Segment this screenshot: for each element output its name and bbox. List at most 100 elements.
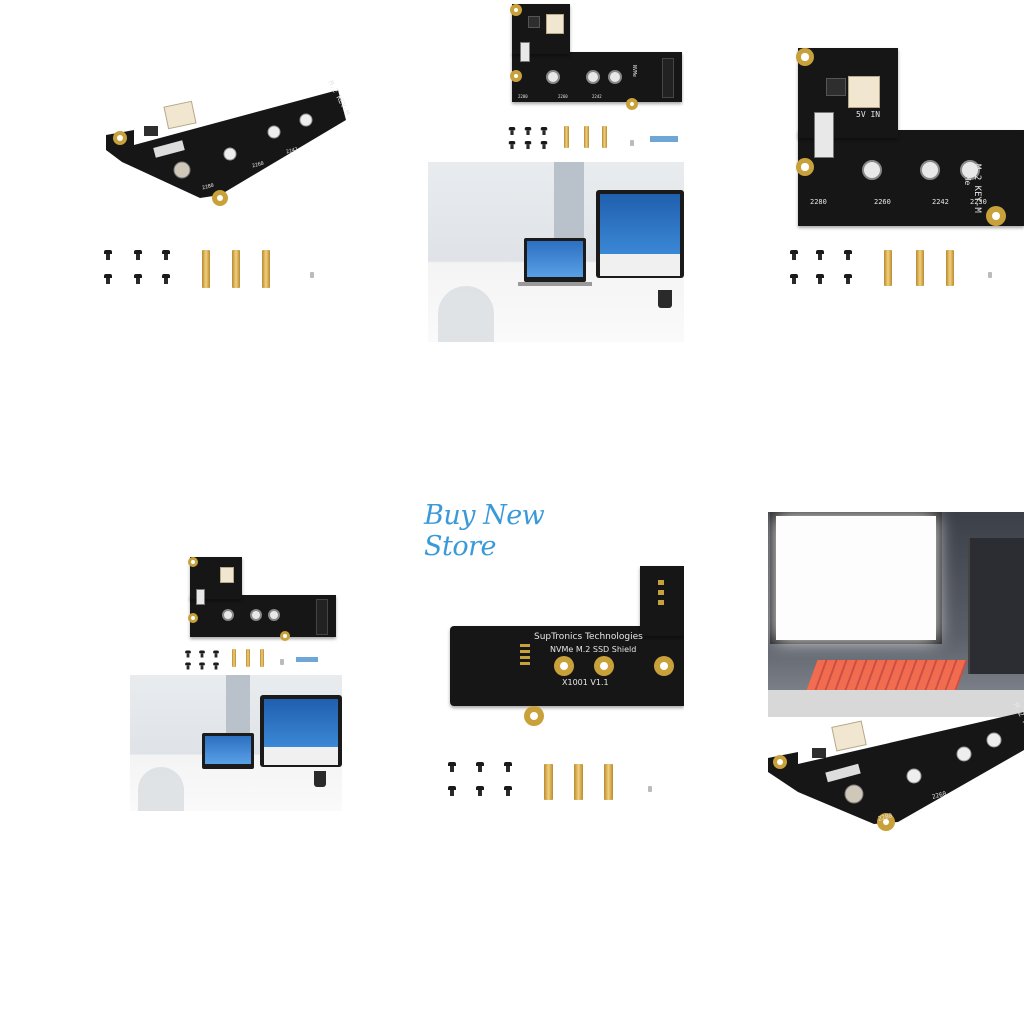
back-brand-text: SupTronics Technologies	[534, 632, 643, 642]
screw-icon	[162, 274, 170, 284]
fpc-connector	[814, 112, 834, 158]
chair	[138, 767, 184, 811]
screw-icon	[504, 786, 512, 796]
screw-icon	[790, 274, 798, 284]
screw-icon	[213, 662, 219, 670]
pc-case	[968, 538, 1024, 674]
m2-screw-icon	[310, 272, 314, 278]
screw-icon	[185, 662, 191, 670]
gold-pads	[658, 580, 664, 608]
m2-mount-pad	[654, 656, 674, 676]
m2-screw-icon	[280, 659, 284, 665]
pcb-board-top	[798, 130, 1024, 226]
m2-standoff-pad	[586, 70, 600, 84]
board-protocol-label: NVMe	[963, 166, 972, 186]
mount-hole	[796, 158, 814, 176]
store-banner: Buy New Store	[424, 500, 545, 562]
gaming-desk-photo	[768, 512, 1024, 717]
m2-screw-icon	[630, 140, 634, 146]
m2-standoff-pad	[222, 609, 234, 621]
screw-icon	[213, 650, 219, 658]
screw-icon	[504, 762, 512, 772]
mount-hole	[524, 706, 544, 726]
size-label: 2280	[518, 94, 528, 99]
brass-standoff	[602, 126, 607, 148]
m2-standoff-pad	[268, 609, 280, 621]
screw-icon	[816, 274, 824, 284]
brass-standoff	[202, 250, 210, 288]
fpc-connector	[196, 589, 205, 605]
m2-screw-icon	[648, 786, 652, 792]
m2-screw-icon	[988, 272, 992, 278]
laptop	[202, 733, 254, 769]
screw-icon	[199, 662, 205, 670]
laptop-base	[518, 282, 592, 286]
brass-standoff	[564, 126, 569, 148]
screw-icon	[790, 250, 798, 260]
desk-surface	[768, 690, 1024, 717]
m2-standoff-pad	[546, 70, 560, 84]
laptop-screen	[527, 241, 583, 277]
monitor-screen	[264, 699, 338, 747]
monitor	[770, 512, 942, 644]
screw-icon	[134, 250, 142, 260]
screw-icon	[476, 762, 484, 772]
test-pads	[520, 644, 530, 666]
screw-icon	[134, 274, 142, 284]
brass-standoff	[604, 764, 613, 800]
screw-icon	[540, 127, 548, 135]
screw-icon	[104, 250, 112, 260]
mount-hole	[188, 613, 198, 623]
chair	[438, 286, 494, 342]
fpc-connector	[520, 42, 530, 62]
product-image-board-and-desk: NVMe 2280 2260 2242	[428, 0, 684, 342]
mug	[314, 771, 326, 787]
m2-mount-pad	[594, 656, 614, 676]
keyboard-rgb	[806, 660, 968, 690]
screw-icon	[104, 274, 112, 284]
mount-hole	[188, 557, 198, 567]
size-label: 2242	[592, 94, 602, 99]
mount-hole	[796, 48, 814, 66]
product-image-angled-board: M.2 KEY-M 2280 2260 2242	[90, 80, 350, 300]
mount-hole	[986, 206, 1006, 226]
screw-icon	[476, 786, 484, 796]
brass-standoff	[262, 250, 270, 288]
m2-slot	[662, 58, 674, 98]
screw-icon	[540, 141, 548, 149]
angled-pcb	[768, 712, 1024, 831]
m2-standoff-pad	[608, 70, 622, 84]
screw-icon	[185, 650, 191, 658]
power-connector	[546, 14, 564, 34]
screw-icon	[844, 274, 852, 284]
m2-standoff-pad	[862, 160, 882, 180]
fpc-ribbon-cable	[650, 136, 678, 142]
screw-icon	[816, 250, 824, 260]
screw-icon	[524, 141, 532, 149]
back-model-text: X1001 V1.1	[562, 678, 609, 687]
size-label: 2260	[558, 94, 568, 99]
monitor-screen	[600, 194, 680, 254]
power-chip	[826, 78, 846, 96]
power-connector	[220, 567, 234, 583]
screw-icon	[448, 762, 456, 772]
laptop	[524, 238, 586, 282]
brass-standoff	[574, 764, 583, 800]
brass-standoff	[544, 764, 553, 800]
screw-icon	[508, 141, 516, 149]
screw-icon	[508, 127, 516, 135]
power-input-label: 5V IN	[856, 110, 881, 119]
mount-hole	[626, 98, 638, 110]
power-connector	[848, 76, 880, 108]
desk-setup-photo	[428, 162, 684, 342]
brass-standoff	[916, 250, 924, 286]
m2-mount-pad	[554, 656, 574, 676]
angled-pcb	[106, 90, 346, 206]
mug	[658, 290, 672, 308]
screw-icon	[448, 786, 456, 796]
mount-hole	[510, 4, 522, 16]
brass-standoff	[246, 649, 250, 667]
brass-standoff	[232, 250, 240, 288]
screw-icon	[162, 250, 170, 260]
m2-standoff-pad	[250, 609, 262, 621]
